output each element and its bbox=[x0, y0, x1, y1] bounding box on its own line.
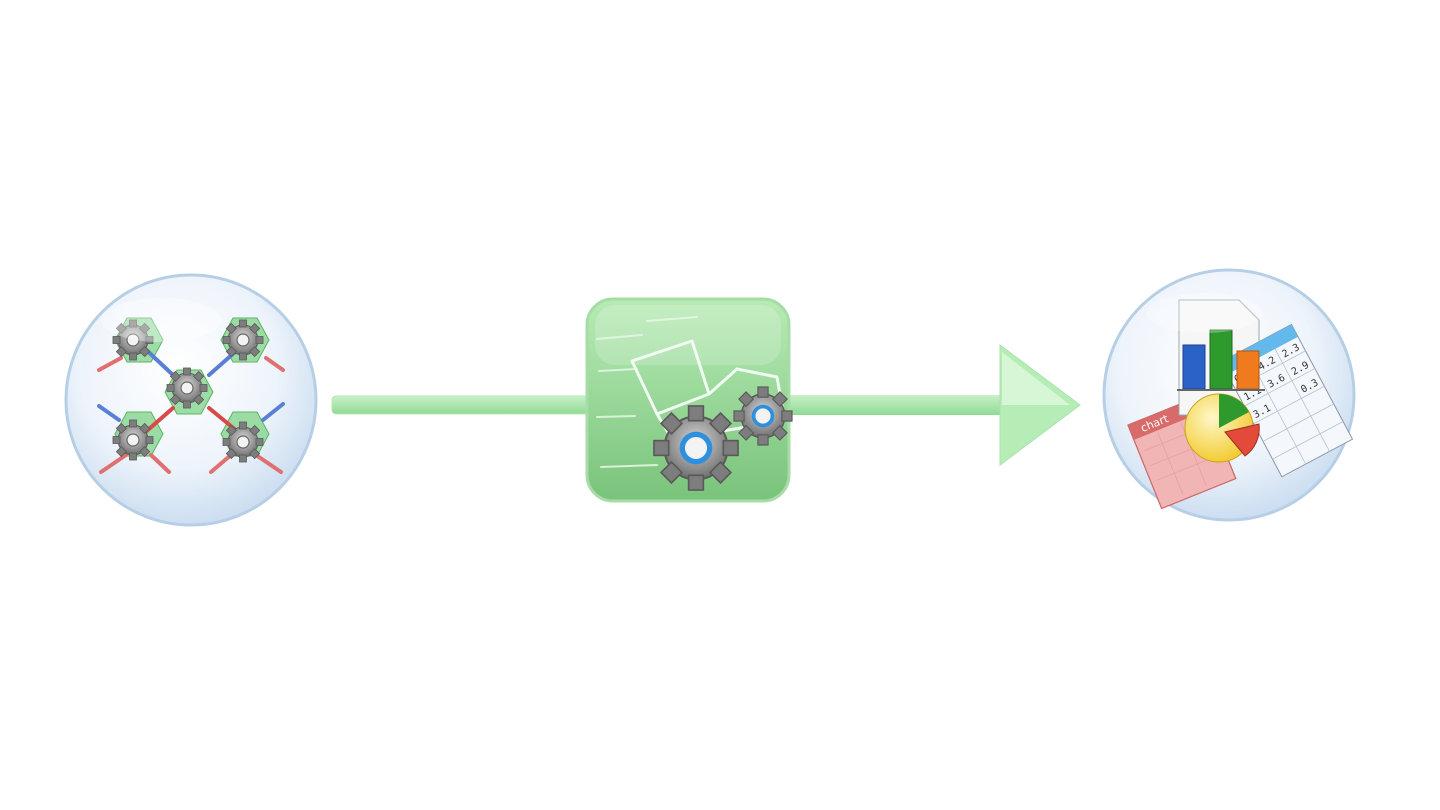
processor-node bbox=[585, 297, 793, 503]
source-node bbox=[64, 273, 318, 527]
pie-chart-icon bbox=[1184, 393, 1260, 463]
output-node: chart 0.1 bbox=[1102, 268, 1356, 522]
connector-bar bbox=[331, 395, 595, 415]
moving-truck-gears-icon bbox=[596, 316, 793, 492]
flow-arrow bbox=[786, 344, 1081, 466]
gear-network-icon bbox=[97, 317, 285, 474]
bar-chart-icon bbox=[1177, 329, 1265, 391]
charts-reports-icon: chart 0.1 bbox=[1127, 299, 1354, 510]
